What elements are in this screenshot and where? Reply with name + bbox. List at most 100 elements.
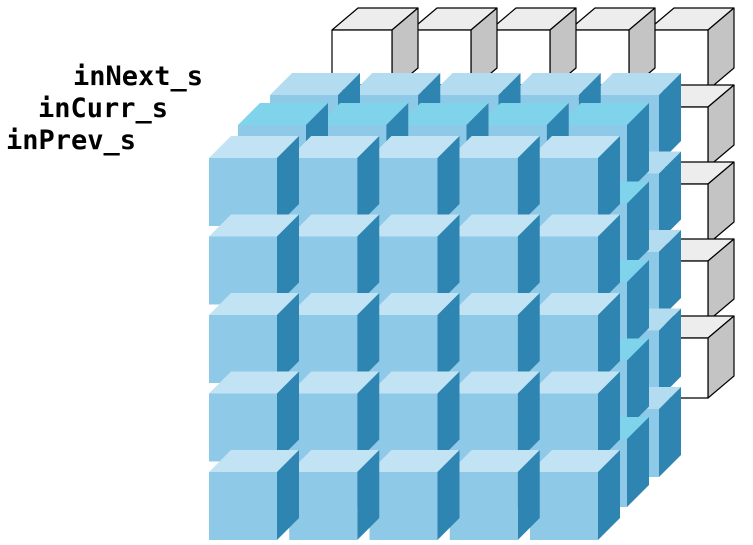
prev-cube-top-face bbox=[289, 371, 380, 394]
next-cube-side-face bbox=[659, 308, 681, 399]
prev-cube-side-face bbox=[277, 214, 299, 305]
prev-cube-r3-c0 bbox=[209, 371, 299, 462]
prev-cube-front-face bbox=[369, 236, 438, 305]
prev-cube-front-face bbox=[289, 393, 358, 462]
prev-cube-r3-c4 bbox=[530, 371, 620, 462]
prev-cube-front-face bbox=[289, 472, 358, 540]
prev-cube-side-face bbox=[357, 371, 380, 462]
prev-cube-r1-c1 bbox=[289, 214, 380, 305]
prev-cube-top-face bbox=[449, 136, 540, 158]
prev-cube-side-face bbox=[357, 214, 380, 305]
prev-cube-side-face bbox=[437, 450, 460, 540]
prev-cube-front-face bbox=[369, 393, 438, 462]
curr-cube-side-face bbox=[627, 181, 649, 272]
prev-layer bbox=[209, 136, 620, 540]
prev-cube-top-face bbox=[209, 450, 299, 472]
prev-cube-r0-c2 bbox=[369, 136, 460, 226]
prev-cube-r0-c3 bbox=[449, 136, 540, 226]
prev-cube-side-face bbox=[437, 293, 460, 383]
curr-cube-top-face bbox=[478, 103, 569, 125]
prev-cube-top-face bbox=[369, 371, 460, 394]
next-cube-side-face bbox=[659, 230, 681, 320]
curr-cube-top-face bbox=[559, 103, 649, 125]
prev-cube-side-face bbox=[517, 214, 540, 305]
curr-cube-side-face bbox=[627, 338, 649, 429]
prev-cube-r0-c1 bbox=[289, 136, 380, 226]
next-cube-top-face bbox=[430, 73, 521, 95]
prev-cube-side-face bbox=[598, 293, 620, 383]
prev-cube-side-face bbox=[437, 136, 460, 226]
next-cube-top-face bbox=[270, 73, 360, 95]
prev-cube-r4-c4 bbox=[530, 450, 620, 540]
prev-cube-top-face bbox=[369, 450, 460, 472]
prev-cube-front-face bbox=[449, 315, 518, 383]
prev-cube-top-face bbox=[369, 214, 460, 237]
curr-cube-top-face bbox=[238, 103, 328, 125]
prev-cube-front-face bbox=[289, 158, 358, 226]
prev-cube-front-face bbox=[449, 158, 518, 226]
prev-cube-front-face bbox=[209, 236, 277, 305]
prev-cube-top-face bbox=[530, 214, 620, 237]
prev-cube-top-face bbox=[530, 371, 620, 394]
label-in-curr: inCurr_s bbox=[38, 93, 169, 124]
prev-cube-top-face bbox=[530, 136, 620, 158]
prev-cube-side-face bbox=[277, 293, 299, 383]
prev-cube-r1-c0 bbox=[209, 214, 299, 305]
prev-cube-r2-c2 bbox=[369, 293, 460, 383]
prev-cube-front-face bbox=[369, 158, 438, 226]
prev-cube-front-face bbox=[369, 315, 438, 383]
prev-cube-r2-c0 bbox=[209, 293, 299, 383]
label-in-next: inNext_s bbox=[73, 61, 204, 92]
prev-cube-r3-c2 bbox=[369, 371, 460, 462]
prev-cube-top-face bbox=[449, 371, 540, 394]
prev-cube-front-face bbox=[530, 472, 598, 540]
curr-cube-side-face bbox=[627, 260, 649, 350]
curr-cube-side-face bbox=[627, 417, 649, 507]
prev-cube-side-face bbox=[357, 293, 380, 383]
prev-cube-front-face bbox=[530, 393, 598, 462]
prev-cube-side-face bbox=[517, 136, 540, 226]
prev-cube-side-face bbox=[598, 214, 620, 305]
prev-cube-front-face bbox=[530, 236, 598, 305]
curr-cube-side-face bbox=[627, 103, 649, 193]
curr-cube-top-face bbox=[398, 103, 489, 125]
prev-cube-r2-c3 bbox=[449, 293, 540, 383]
prev-cube-top-face bbox=[289, 214, 380, 237]
prev-cube-r2-c4 bbox=[530, 293, 620, 383]
next-cube-side-face bbox=[659, 73, 681, 163]
prev-cube-side-face bbox=[357, 450, 380, 540]
prev-cube-side-face bbox=[277, 136, 299, 226]
prev-cube-side-face bbox=[598, 450, 620, 540]
prev-cube-r0-c4 bbox=[530, 136, 620, 226]
prev-cube-top-face bbox=[449, 214, 540, 237]
prev-cube-r4-c0 bbox=[209, 450, 299, 540]
next-cube-top-face bbox=[591, 73, 681, 95]
prev-cube-side-face bbox=[357, 136, 380, 226]
next-cube-side-face bbox=[659, 387, 681, 477]
prev-cube-front-face bbox=[530, 315, 598, 383]
prev-cube-front-face bbox=[289, 236, 358, 305]
prev-cube-front-face bbox=[209, 158, 277, 226]
prev-cube-side-face bbox=[598, 371, 620, 462]
prev-cube-r2-c1 bbox=[289, 293, 380, 383]
prev-cube-r3-c3 bbox=[449, 371, 540, 462]
prev-cube-front-face bbox=[369, 472, 438, 540]
prev-cube-r4-c3 bbox=[449, 450, 540, 540]
prev-cube-top-face bbox=[530, 293, 620, 315]
prev-cube-r1-c4 bbox=[530, 214, 620, 305]
prev-cube-front-face bbox=[209, 315, 277, 383]
prev-cube-top-face bbox=[289, 136, 380, 158]
prev-cube-side-face bbox=[598, 136, 620, 226]
prev-cube-top-face bbox=[209, 214, 299, 237]
prev-cube-top-face bbox=[209, 371, 299, 394]
prev-cube-top-face bbox=[369, 136, 460, 158]
prev-cube-front-face bbox=[209, 472, 277, 540]
prev-cube-front-face bbox=[449, 393, 518, 462]
prev-cube-front-face bbox=[449, 472, 518, 540]
prev-cube-top-face bbox=[369, 293, 460, 315]
prev-cube-r0-c0 bbox=[209, 136, 299, 226]
prev-cube-side-face bbox=[517, 450, 540, 540]
prev-cube-side-face bbox=[437, 371, 460, 462]
prev-cube-r1-c2 bbox=[369, 214, 460, 305]
